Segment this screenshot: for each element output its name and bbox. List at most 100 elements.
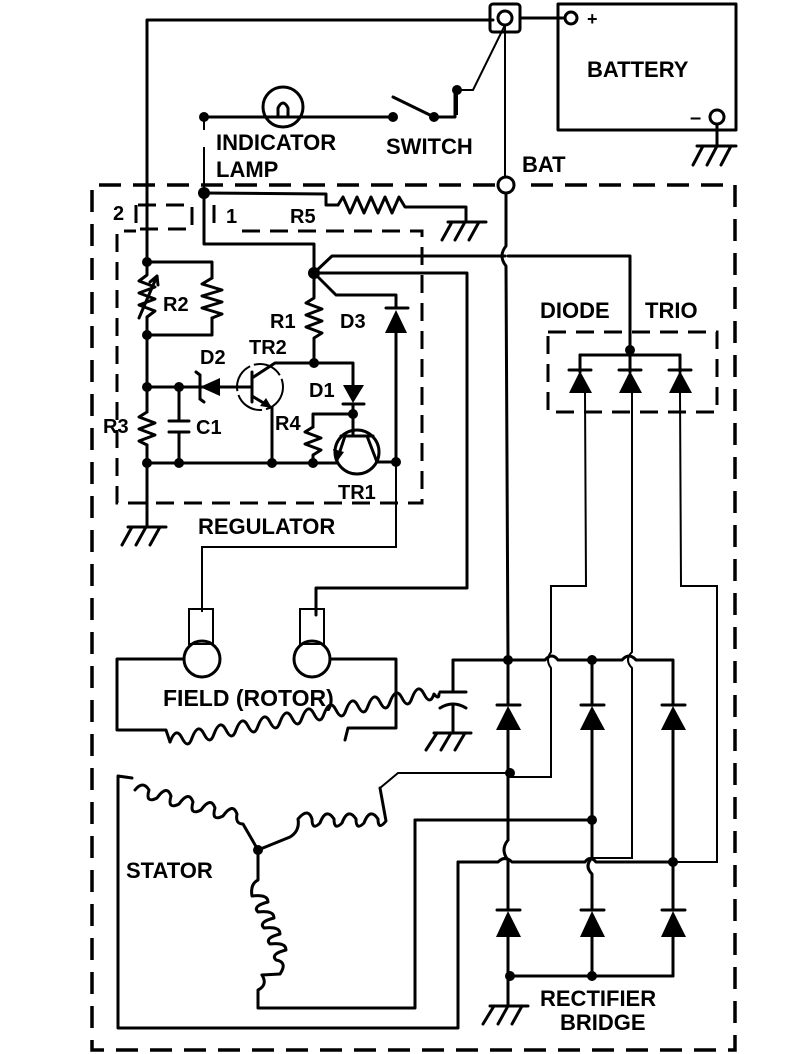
zener-d2-icon bbox=[177, 370, 240, 404]
switch-label: SWITCH bbox=[386, 134, 473, 159]
regulator-label: REGULATOR bbox=[198, 514, 335, 539]
r5-ground-icon bbox=[440, 220, 488, 242]
rail-dot-2 bbox=[174, 458, 184, 468]
trio-diode-2-icon bbox=[617, 368, 643, 393]
resistor-r4-icon bbox=[303, 425, 323, 465]
wire-r1-to-d3 bbox=[312, 271, 398, 310]
diode-trio-label-line2: TRIO bbox=[645, 298, 698, 323]
wire-terminal1-to-r1 bbox=[202, 191, 316, 275]
r3-label: R3 bbox=[103, 416, 129, 438]
rail-dot-1 bbox=[142, 458, 152, 468]
resistor-r2-fixed-icon bbox=[200, 276, 224, 320]
r4-label: R4 bbox=[275, 413, 301, 435]
wire-trio-leg-3 bbox=[676, 392, 718, 863]
field-brush-left-icon bbox=[182, 608, 222, 679]
transistor-tr1-icon bbox=[333, 412, 398, 476]
d1-label: D1 bbox=[309, 380, 335, 402]
terminal-2-plug bbox=[134, 203, 194, 231]
bat-terminal-icon bbox=[496, 175, 516, 195]
wire-bat-main bbox=[500, 191, 510, 662]
wire-switch-feed bbox=[456, 24, 506, 115]
resistor-r5-icon bbox=[336, 195, 468, 224]
trio-diode-3-icon bbox=[667, 368, 693, 393]
suppression-ground-icon bbox=[424, 731, 473, 752]
wire-stator-phase-c-drop bbox=[116, 774, 460, 1030]
field-rotor-label: FIELD (ROTOR) bbox=[163, 685, 334, 711]
transistor-tr2-icon bbox=[236, 361, 316, 411]
field-rotor-coil-icon bbox=[168, 687, 441, 746]
diode-d1-icon bbox=[341, 385, 366, 406]
resistor-r3-icon bbox=[137, 410, 157, 447]
rectifier-lower-diode-3-icon bbox=[660, 860, 687, 978]
rectifier-upper-diode-2-icon bbox=[579, 658, 606, 860]
tr2-label: TR2 bbox=[249, 337, 287, 359]
wire-r2-parallel bbox=[145, 260, 214, 337]
suppression-capacitor-icon bbox=[438, 690, 468, 710]
stator-winding-bottom-icon bbox=[250, 848, 288, 977]
field-brush-right-icon bbox=[292, 608, 332, 679]
r2-label: R2 bbox=[163, 294, 189, 316]
battery-box bbox=[556, 2, 738, 132]
rectifier-bridge-label-line2: BRIDGE bbox=[560, 1010, 646, 1035]
wire-stator-phase-b-drop bbox=[256, 818, 417, 1010]
capacitor-c1-icon bbox=[167, 419, 191, 434]
wire-d1-to-tr1 bbox=[311, 402, 355, 429]
rail-dot-4 bbox=[308, 458, 318, 468]
rectifier-upper-diode-1-icon bbox=[495, 658, 522, 842]
wire-lower-2 bbox=[586, 856, 594, 912]
rectifier-ground-icon bbox=[481, 1004, 530, 1026]
r1-label: R1 bbox=[270, 311, 296, 333]
wire-stator-phase-a bbox=[379, 772, 508, 789]
regulator-housing-outline bbox=[115, 229, 424, 505]
d3-label: D3 bbox=[340, 311, 366, 333]
junction-terminal-icon bbox=[496, 9, 514, 27]
lamp-right-dot bbox=[388, 112, 398, 122]
phase-a-dot bbox=[505, 768, 515, 778]
wire-stator-phase-c bbox=[456, 857, 675, 864]
resistor-r1-icon bbox=[304, 271, 324, 365]
neg-bus-dot-2 bbox=[587, 971, 597, 981]
terminal-2-label: 2 bbox=[113, 203, 124, 225]
r5-label: R5 bbox=[290, 206, 316, 228]
battery-negative-terminal-icon bbox=[708, 108, 726, 126]
battery-negative-label: – bbox=[690, 107, 701, 129]
regulator-ground-icon bbox=[120, 525, 168, 547]
stator-winding-left-icon bbox=[133, 783, 260, 852]
battery-label: BATTERY bbox=[587, 57, 689, 82]
neg-bus-dot-1 bbox=[505, 971, 515, 981]
wire-r1-to-d1 bbox=[312, 361, 355, 387]
bat-terminal-label: BAT bbox=[522, 152, 566, 177]
rail-dot-3 bbox=[267, 458, 277, 468]
trio-diode-1-icon bbox=[567, 368, 593, 393]
wire-sense-top bbox=[145, 18, 495, 252]
wire-r1-to-field bbox=[312, 271, 469, 617]
diode-d3-icon bbox=[384, 306, 410, 333]
battery-positive-terminal-icon bbox=[563, 10, 579, 26]
rectifier-lower-diode-1-icon bbox=[495, 908, 522, 978]
indicator-lamp-icon bbox=[261, 85, 305, 129]
wire-rectifier-positive-bus bbox=[451, 654, 675, 707]
d2-label: D2 bbox=[200, 347, 226, 369]
field-rotor-frame bbox=[115, 657, 398, 744]
tr1-label: TR1 bbox=[338, 482, 376, 504]
diode-trio-housing-outline bbox=[546, 330, 719, 414]
wire-tr1-to-field bbox=[201, 462, 397, 612]
rectifier-upper-diode-3-icon bbox=[660, 703, 687, 864]
rectifier-lower-diode-2-icon bbox=[579, 908, 606, 978]
wire-lower-1 bbox=[502, 838, 510, 912]
wire-trio-leg-1 bbox=[510, 392, 588, 778]
terminal-1-label: 1 bbox=[226, 206, 237, 228]
stator-label: STATOR bbox=[126, 858, 213, 883]
wire-r5-feed bbox=[202, 191, 340, 207]
indicator-lamp-label-line1: INDICATOR bbox=[216, 130, 336, 155]
trio-bus-dot bbox=[625, 345, 635, 355]
stator-winding-right-icon bbox=[256, 786, 388, 852]
c1-label: C1 bbox=[196, 417, 222, 439]
diode-trio-label-line1: DIODE bbox=[540, 298, 610, 323]
rectifier-bridge-label-line1: RECTIFIER bbox=[540, 986, 656, 1011]
wire-r1-to-bat bbox=[312, 254, 507, 275]
switch-icon bbox=[391, 90, 457, 122]
indicator-lamp-label-line2: LAMP bbox=[216, 157, 278, 182]
battery-ground-icon bbox=[691, 144, 738, 167]
